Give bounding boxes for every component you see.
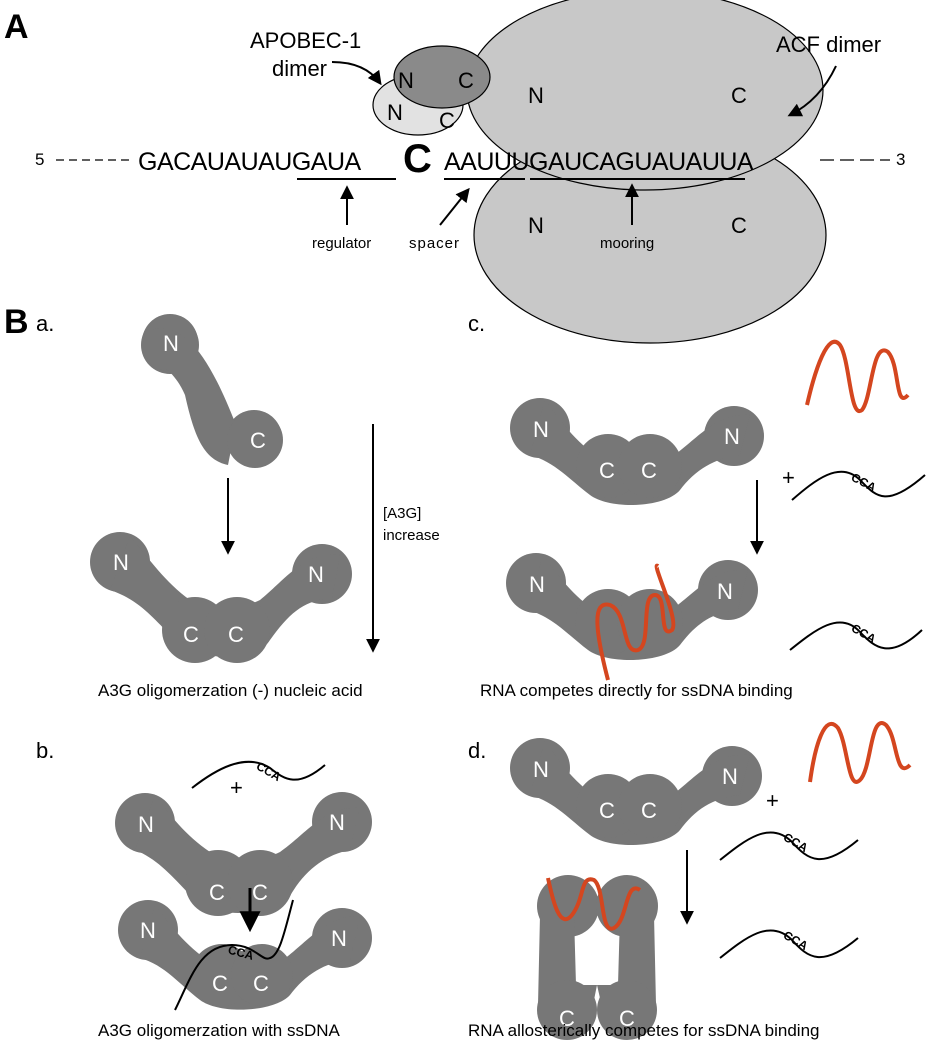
dimer-d-top-n-left: N xyxy=(533,757,549,782)
dimer-b-bottom-c-right: C xyxy=(253,971,269,996)
rna-free-d xyxy=(808,721,912,784)
regulator-label: regulator xyxy=(312,235,371,252)
dimer-d-top-n-right: N xyxy=(722,764,738,789)
dimer-b-top-c-left: C xyxy=(209,880,225,905)
dimer-d-allo-c-left: C xyxy=(559,1006,575,1031)
dimer-b-top-c-right: C xyxy=(252,880,268,905)
a3g-dimer-b-top xyxy=(115,792,372,916)
rna-free-c xyxy=(805,340,910,414)
ssdna-free-b xyxy=(191,760,326,789)
a3g-dimer-c-top xyxy=(510,398,764,506)
ssdna-bound-b xyxy=(174,899,294,1011)
panel-a: A N C N C N C N C APOBEC-1 dimer ACF dim… xyxy=(4,0,905,344)
sequence-edit-site: C xyxy=(403,137,431,181)
dimer-c-top-c-left: C xyxy=(599,458,615,483)
sub-label-a: a. xyxy=(36,311,54,336)
a3g-dimer-d-allosteric xyxy=(537,875,658,1040)
panel-b-letter: B xyxy=(4,303,29,341)
dimer-b-bottom-c-left: C xyxy=(212,971,228,996)
sub-label-c: c. xyxy=(468,311,485,336)
monomer-c: C xyxy=(250,428,266,453)
caption-d: RNA allosterically competes for ssDNA bi… xyxy=(468,1021,819,1040)
ssdna-bound-b-cca: CCA xyxy=(227,943,256,963)
a3g-increase-line1: [A3G] xyxy=(383,505,421,522)
ssdna-free-d-top xyxy=(719,831,859,861)
a3g-dimer-d-top xyxy=(510,738,762,846)
apobec-n-bottom: N xyxy=(387,100,403,125)
ssdna-free-c-bottom xyxy=(789,621,923,651)
apobec-pointer-arrow xyxy=(331,61,382,86)
dimer-b-bottom-n-right: N xyxy=(331,926,347,951)
apobec-label-line2: dimer xyxy=(272,56,327,81)
ssdna-d-bottom-cca: CCA xyxy=(781,928,811,953)
apobec-label-line1: APOBEC-1 xyxy=(250,28,361,53)
a3g-dimer-a xyxy=(90,532,352,663)
panel-b: B a. N C xyxy=(4,303,926,1040)
acf-n-bottom: N xyxy=(528,213,544,238)
dimer-a-c-right: C xyxy=(228,622,244,647)
plus-c: + xyxy=(782,465,795,490)
a3g-monomer-body xyxy=(142,315,283,468)
dimer-a-c-left: C xyxy=(183,622,199,647)
mooring-label: mooring xyxy=(600,235,654,252)
acf-c-bottom: C xyxy=(731,213,747,238)
dimer-c-top-c-right: C xyxy=(641,458,657,483)
acf-pointer-arrow xyxy=(787,65,837,117)
acf-label: ACF dimer xyxy=(776,32,881,57)
dimer-d-top-c-left: C xyxy=(599,798,615,823)
dimer-b-top-n-left: N xyxy=(138,812,154,837)
rna-bound-d xyxy=(546,877,642,931)
caption-c: RNA competes directly for ssDNA binding xyxy=(480,681,793,700)
dimer-b-top-n-right: N xyxy=(329,810,345,835)
apobec-monomer-dark xyxy=(393,45,491,109)
dimer-a-n-left: N xyxy=(113,550,129,575)
a3g-increase-line2: increase xyxy=(383,527,440,544)
spacer-label: spacer xyxy=(409,235,460,252)
dimer-c-top-n-left: N xyxy=(533,417,549,442)
spacer-arrow xyxy=(439,187,470,226)
dimer-c-bottom-n-left: N xyxy=(529,572,545,597)
sub-label-d: d. xyxy=(468,738,486,763)
acf-c-top: C xyxy=(731,83,747,108)
dimer-d-top-c-right: C xyxy=(641,798,657,823)
acf-n-top: N xyxy=(528,83,544,108)
sequence-left: GACAUAUAUGAUA xyxy=(138,148,362,176)
apobec-n-top: N xyxy=(398,68,414,93)
ssdna-c-top-cca: CCA xyxy=(849,470,879,495)
sequence-right: AAUUUGAUCAGUAUAUUA xyxy=(444,148,754,176)
apobec-c-top: C xyxy=(458,68,474,93)
ssdna-b-cca: CCA xyxy=(254,759,284,784)
five-prime-label: 5 xyxy=(35,150,44,169)
caption-b: A3G oligomerzation with ssDNA xyxy=(98,1021,341,1040)
dimer-b-bottom-n-left: N xyxy=(140,918,156,943)
dimer-c-bottom-n-right: N xyxy=(717,579,733,604)
a3g-dimer-b-bottom xyxy=(118,900,372,1010)
caption-a: A3G oligomerzation (-) nucleic acid xyxy=(98,681,363,700)
ssdna-free-d-bottom xyxy=(719,929,859,959)
rna-bound-c xyxy=(595,563,676,681)
plus-d: + xyxy=(766,788,779,813)
apobec-c-bottom: C xyxy=(439,108,455,133)
sub-label-b: b. xyxy=(36,738,54,763)
ssdna-c-bottom-cca: CCA xyxy=(849,621,879,646)
dimer-c-top-n-right: N xyxy=(724,424,740,449)
dimer-a-n-right: N xyxy=(308,562,324,587)
ssdna-d-top-cca: CCA xyxy=(781,830,811,855)
ssdna-free-c-top xyxy=(791,470,926,501)
monomer-n: N xyxy=(163,331,179,356)
three-prime-label: 3 xyxy=(896,150,905,169)
dimer-d-allo-c-right: C xyxy=(619,1006,635,1031)
panel-a-letter: A xyxy=(4,8,29,46)
plus-b: + xyxy=(230,775,243,800)
a3g-dimer-c-bottom xyxy=(506,553,758,661)
